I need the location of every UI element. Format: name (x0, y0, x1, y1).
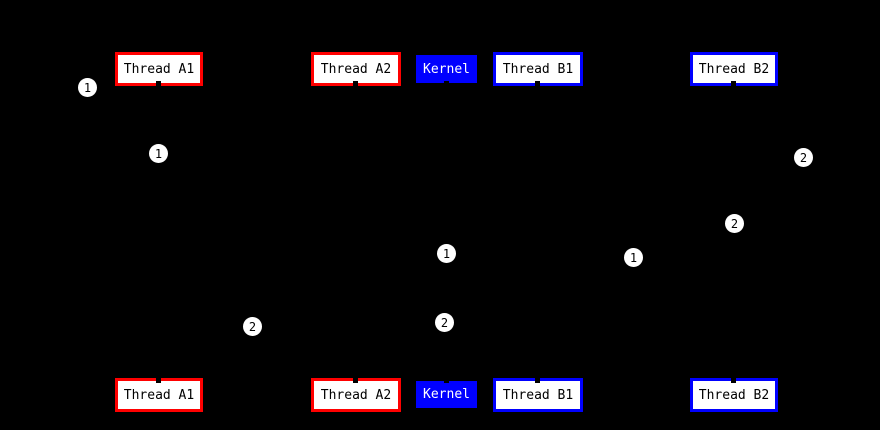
event-number-badge: 1 (78, 78, 97, 97)
event-number-badge: 1 (149, 144, 168, 163)
lifeline-tick-thread-b2-bottom (731, 375, 736, 383)
participant-box-thread-a1-bottom: Thread A1 (115, 378, 203, 412)
lifeline-tick-kernel-bottom (444, 375, 449, 383)
participant-box-thread-b2-bottom: Thread B2 (690, 378, 778, 412)
event-number-badge: 2 (794, 148, 813, 167)
lifeline-tick-kernel-top (444, 81, 449, 89)
event-number-badge: 2 (243, 317, 262, 336)
lifeline-tick-thread-a1-bottom (156, 375, 161, 383)
participant-box-thread-b1-bottom: Thread B1 (493, 378, 583, 412)
lifeline-tick-thread-a1-top (156, 81, 161, 89)
lifeline-tick-thread-a2-bottom (353, 375, 358, 383)
event-number-badge: 1 (624, 248, 643, 267)
participant-box-thread-b1-top: Thread B1 (493, 52, 583, 86)
event-number-badge: 2 (725, 214, 744, 233)
participant-box-kernel-bottom: Kernel (416, 381, 477, 408)
lifeline-tick-thread-a2-top (353, 81, 358, 89)
event-number-badge: 1 (437, 244, 456, 263)
event-number-badge: 2 (435, 313, 454, 332)
lifeline-tick-thread-b1-bottom (535, 375, 540, 383)
participant-box-thread-a2-bottom: Thread A2 (311, 378, 401, 412)
lifeline-tick-thread-b1-top (535, 81, 540, 89)
lifeline-tick-thread-b2-top (731, 81, 736, 89)
participant-box-thread-a1-top: Thread A1 (115, 52, 203, 86)
participant-box-kernel-top: Kernel (416, 55, 477, 83)
